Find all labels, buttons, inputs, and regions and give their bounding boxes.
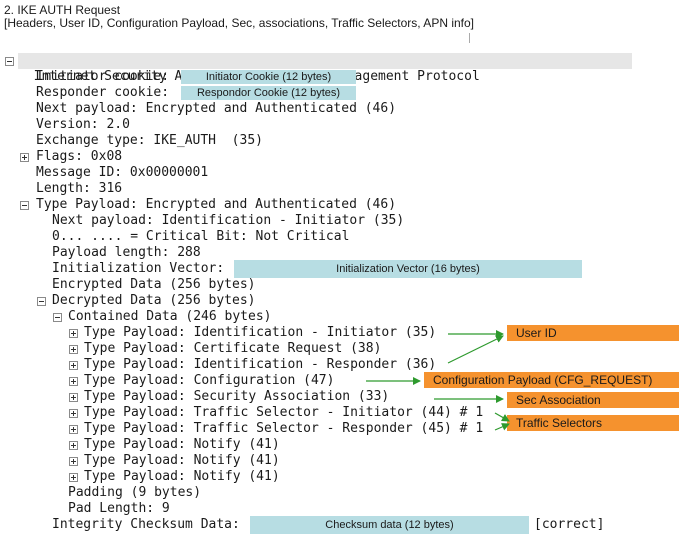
expand-icon[interactable] (69, 409, 78, 418)
init-vector-label[interactable]: Initialization Vector: (52, 261, 225, 276)
version-field[interactable]: Version: 2.0 (36, 117, 130, 132)
initiator-cookie-label[interactable]: Initiator cookie: (36, 69, 170, 84)
user-id-tag: User ID (507, 325, 679, 341)
checksum-box: Checksum data (12 bytes) (250, 516, 529, 534)
payload-row[interactable]: Type Payload: Notify (41) (84, 437, 280, 452)
expand-icon[interactable] (69, 473, 78, 482)
payload-row[interactable]: Type Payload: Configuration (47) (84, 373, 335, 388)
decrypted-data-row[interactable]: Decrypted Data (256 bytes) (52, 293, 256, 308)
expand-icon[interactable] (69, 441, 78, 450)
config-payload-tag: Configuration Payload (CFG_REQUEST) (424, 372, 679, 388)
arrow-user-id-2 (447, 335, 504, 364)
sec-association-tag: Sec Association (507, 392, 679, 408)
contained-data-row[interactable]: Contained Data (246 bytes) (68, 309, 272, 324)
divider (469, 33, 470, 43)
length-field[interactable]: Length: 316 (36, 181, 123, 196)
caption-title: 2. IKE AUTH Request (4, 3, 121, 17)
expand-icon[interactable] (69, 345, 78, 354)
expand-icon[interactable] (69, 377, 78, 386)
payload-row[interactable]: Type Payload: Notify (41) (84, 453, 280, 468)
payload-row[interactable]: Type Payload: Certificate Request (38) (84, 341, 382, 356)
expand-icon[interactable] (69, 393, 78, 402)
pad-length-field[interactable]: Pad Length: 9 (68, 501, 170, 516)
init-vector-box: Initialization Vector (16 bytes) (234, 260, 582, 278)
collapse-icon[interactable] (20, 201, 29, 210)
expand-icon[interactable] (69, 329, 78, 338)
payload-length-field[interactable]: Payload length: 288 (52, 245, 201, 260)
padding-field[interactable]: Padding (9 bytes) (68, 485, 202, 500)
traffic-selectors-tag: Traffic Selectors (507, 415, 679, 431)
expand-icon[interactable] (20, 153, 29, 162)
exchange-type-field[interactable]: Exchange type: IKE_AUTH (35) (36, 133, 263, 148)
expand-icon[interactable] (69, 425, 78, 434)
flags-field[interactable]: Flags: 0x08 (36, 149, 123, 164)
message-id-field[interactable]: Message ID: 0x00000001 (36, 165, 209, 180)
payload-row[interactable]: Type Payload: Traffic Selector - Respond… (84, 421, 484, 436)
next-payload-field[interactable]: Next payload: Encrypted and Authenticate… (36, 101, 397, 116)
responder-cookie-box: Respondor Cookie (12 bytes) (181, 86, 356, 100)
arrow-ts-2 (494, 423, 510, 431)
payload-row[interactable]: Type Payload: Notify (41) (84, 469, 280, 484)
payload-row[interactable]: Type Payload: Identification - Responder… (84, 357, 437, 372)
payload-row[interactable]: Type Payload: Security Association (33) (84, 389, 390, 404)
expand-icon[interactable] (69, 361, 78, 370)
checksum-status: [correct] (534, 517, 605, 532)
collapse-icon[interactable] (37, 297, 46, 306)
integrity-checksum-label[interactable]: Integrity Checksum Data: (52, 517, 240, 532)
initiator-cookie-box: Initiator Cookie (12 bytes) (181, 70, 356, 84)
payload-row[interactable]: Type Payload: Identification - Initiator… (84, 325, 437, 340)
arrow-ts-1 (494, 412, 510, 422)
caption-subtitle: [Headers, User ID, Configuration Payload… (4, 16, 474, 30)
collapse-icon[interactable] (5, 57, 14, 66)
expand-icon[interactable] (69, 457, 78, 466)
encrypted-data-field[interactable]: Encrypted Data (256 bytes) (52, 277, 256, 292)
collapse-icon[interactable] (53, 313, 62, 322)
critical-bit-field[interactable]: 0... .... = Critical Bit: Not Critical (52, 229, 350, 244)
tp-next-payload-field[interactable]: Next payload: Identification - Initiator… (52, 213, 405, 228)
type-payload-row[interactable]: Type Payload: Encrypted and Authenticate… (36, 197, 397, 212)
responder-cookie-label[interactable]: Responder cookie: (36, 85, 170, 100)
payload-row[interactable]: Type Payload: Traffic Selector - Initiat… (84, 405, 484, 420)
